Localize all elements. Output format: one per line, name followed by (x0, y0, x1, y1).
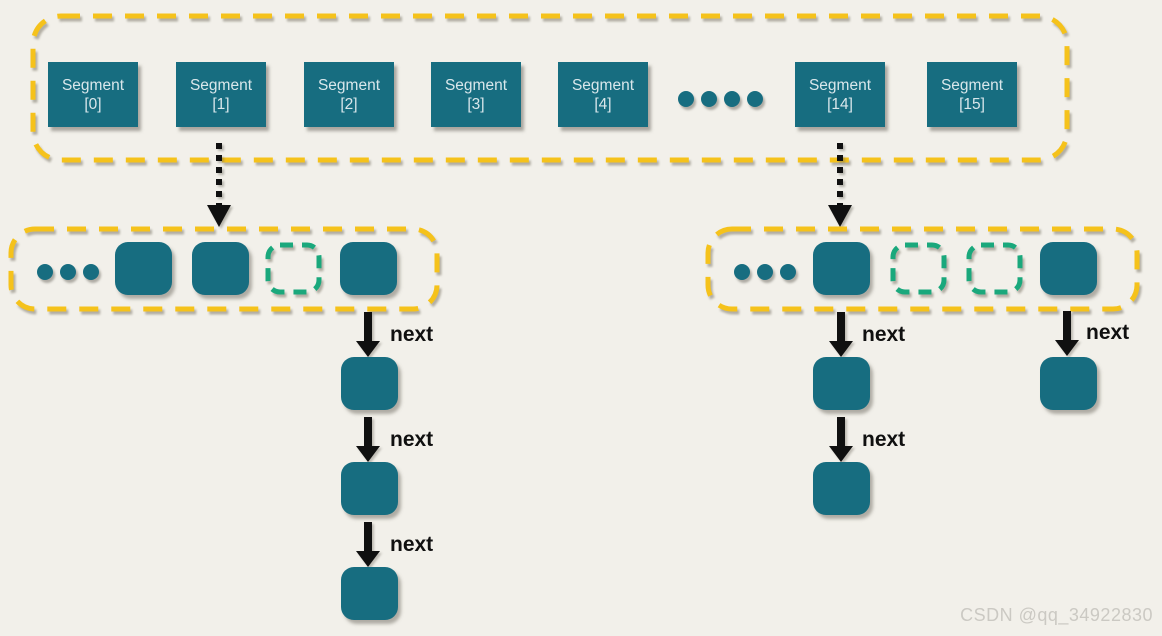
hash-entry-node (1040, 242, 1097, 295)
bucket-table-right (705, 226, 1140, 312)
next-arrow-head (356, 341, 380, 357)
bucket-table-left (8, 226, 440, 312)
segment-box-2: Segment [2] (304, 62, 394, 127)
segment-label: Segment (189, 76, 253, 94)
dotted-arrow-shaft (216, 143, 222, 205)
ellipsis-dot (37, 264, 53, 280)
segment-box-0: Segment [0] (48, 62, 138, 127)
next-arrow-shaft (364, 312, 372, 341)
segment-index: [0] (84, 95, 102, 113)
ellipsis-dot (734, 264, 750, 280)
next-arrow-shaft (364, 417, 372, 446)
ellipsis-dot (701, 91, 717, 107)
next-label: next (390, 428, 434, 451)
hash-entry-node (115, 242, 172, 295)
next-arrow-icon (1055, 311, 1079, 356)
segment-box-15: Segment [15] (927, 62, 1017, 127)
list-node (341, 357, 398, 410)
list-node (813, 462, 870, 515)
list-node (1040, 357, 1097, 410)
segment-index: [2] (340, 95, 358, 113)
next-arrow-icon (356, 522, 380, 567)
next-arrow-head (356, 446, 380, 462)
segment-label: Segment (61, 76, 125, 94)
ellipsis-dot (747, 91, 763, 107)
next-arrow-icon (356, 417, 380, 462)
hash-entry-node (192, 242, 249, 295)
next-arrow-shaft (837, 417, 845, 446)
ellipsis-dot (678, 91, 694, 107)
ellipsis-dot (60, 264, 76, 280)
ellipsis-dot (780, 264, 796, 280)
segment-box-4: Segment [4] (558, 62, 648, 127)
segment-label: Segment (808, 76, 872, 94)
segment-index: [1] (212, 95, 230, 113)
segment-label: Segment (571, 76, 635, 94)
segment-box-1: Segment [1] (176, 62, 266, 127)
next-arrow-shaft (837, 312, 845, 341)
next-arrow-head (829, 341, 853, 357)
segment-label: Segment (317, 76, 381, 94)
segment-index: [14] (827, 95, 853, 113)
watermark: CSDN @qq_34922830 (960, 605, 1153, 625)
ellipsis-dot (83, 264, 99, 280)
next-arrow-shaft (364, 522, 372, 551)
next-label: next (390, 323, 434, 346)
segment-index: [15] (959, 95, 985, 113)
segment-box-3: Segment [3] (431, 62, 521, 127)
segment-label: Segment (940, 76, 1004, 94)
empty-slot (966, 242, 1023, 295)
next-arrow-head (829, 446, 853, 462)
next-arrow-icon (356, 312, 380, 357)
segment-index: [3] (467, 95, 485, 113)
segment-array-container (30, 13, 1070, 163)
segment-label: Segment (444, 76, 508, 94)
next-label: next (862, 428, 906, 451)
next-label: next (862, 323, 906, 346)
dotted-arrow-icon (207, 143, 231, 227)
hash-entry-node (340, 242, 397, 295)
next-label: next (1086, 321, 1130, 344)
next-arrow-icon (829, 417, 853, 462)
empty-slot (265, 242, 322, 295)
next-arrow-icon (829, 312, 853, 357)
next-label: next (390, 533, 434, 556)
dotted-arrow-head (828, 205, 852, 227)
segment-box-14: Segment [14] (795, 62, 885, 127)
dotted-arrow-icon (828, 143, 852, 227)
list-node (341, 462, 398, 515)
dotted-arrow-shaft (837, 143, 843, 205)
empty-slot (890, 242, 947, 295)
dotted-arrow-head (207, 205, 231, 227)
next-arrow-head (356, 551, 380, 567)
ellipsis-dot (757, 264, 773, 280)
list-node (341, 567, 398, 620)
next-arrow-head (1055, 340, 1079, 356)
next-arrow-shaft (1063, 311, 1071, 340)
segment-index: [4] (594, 95, 612, 113)
hash-entry-node (813, 242, 870, 295)
list-node (813, 357, 870, 410)
ellipsis-dot (724, 91, 740, 107)
